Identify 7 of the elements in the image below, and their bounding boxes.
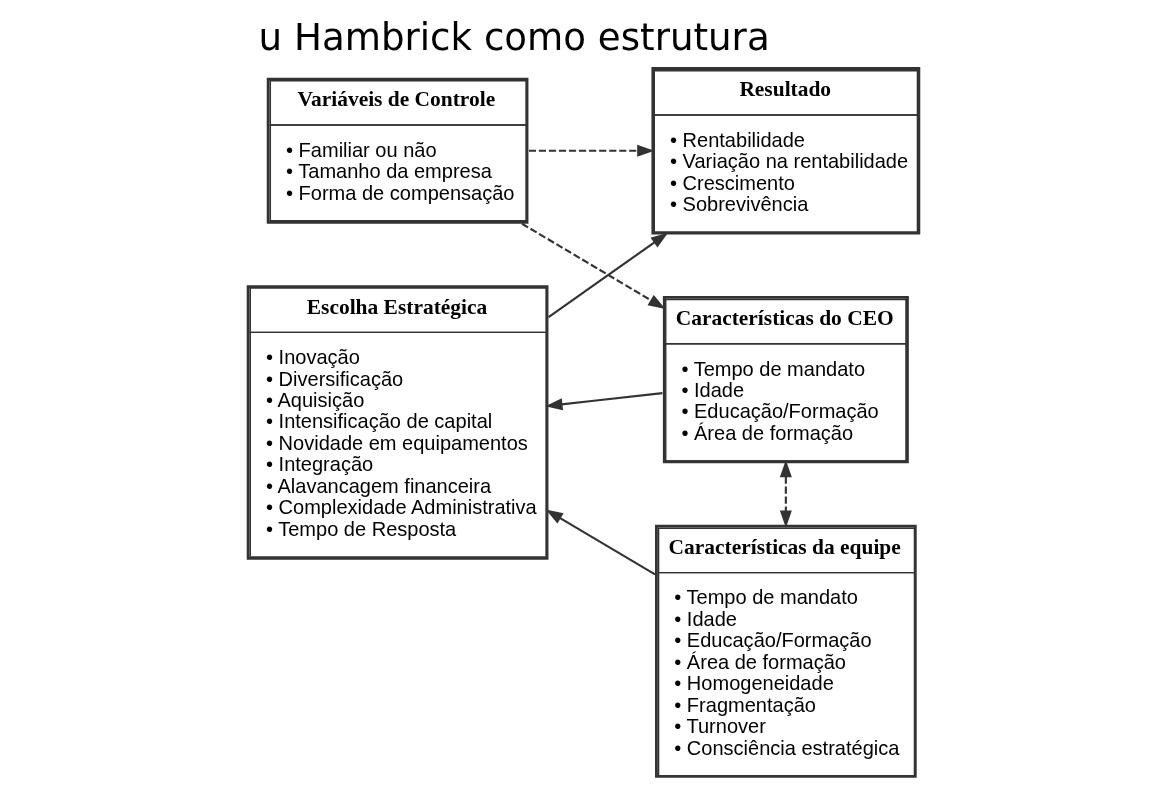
arrow <box>779 460 792 528</box>
diagram-title: u Hambrick como estrutura <box>258 14 770 59</box>
arrow <box>545 392 663 411</box>
arrow <box>547 232 669 318</box>
arrow <box>521 222 666 309</box>
arrow <box>528 144 655 157</box>
arrow <box>545 509 656 576</box>
